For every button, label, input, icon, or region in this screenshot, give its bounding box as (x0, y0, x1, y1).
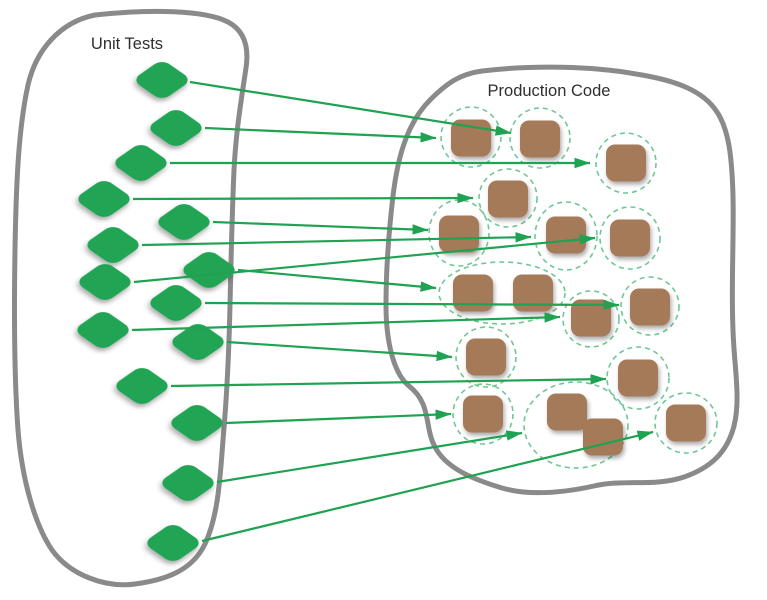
unit-test-diamond (116, 368, 168, 404)
production-code-square (606, 144, 646, 182)
test-coverage-arrow (226, 340, 453, 362)
coverage-cluster-circle (654, 392, 718, 454)
unit-tests-label: Unit Tests (91, 35, 163, 53)
unit-test-diamond (136, 62, 188, 98)
unit-test-diamond (172, 324, 224, 360)
production-code-square (513, 274, 553, 312)
production-code-square (610, 219, 650, 257)
unit-test-diamond (150, 285, 202, 321)
production-code-square (571, 299, 611, 337)
test-coverage-arrow (133, 234, 596, 284)
test-coverage-arrow (141, 232, 532, 247)
coverage-cluster-circle (438, 261, 566, 325)
coverage-cluster-circle (595, 132, 657, 194)
coverage-cluster-circle (509, 107, 571, 169)
test-coverage-arrow (201, 430, 654, 543)
production-code-square (488, 180, 528, 218)
unit-test-diamond (183, 252, 235, 288)
test-coverage-arrow (189, 80, 512, 136)
unit-test-diamond (147, 525, 199, 561)
test-coverage-arrow (237, 268, 437, 292)
unit-tests-boundary (11, 8, 250, 588)
unit-test-diamond (150, 110, 202, 146)
test-coverage-arrow (131, 312, 561, 332)
coverage-cluster-circle (620, 276, 680, 336)
coverage-cluster-circle (606, 346, 670, 410)
test-coverage-arrow (132, 192, 474, 204)
test-coverage-arrow (216, 430, 523, 484)
coverage-cluster-circle (440, 106, 502, 168)
production-code-square (583, 418, 623, 456)
unit-test-diamond (115, 145, 167, 181)
coverage-cluster-circle (455, 326, 517, 388)
test-coverage-arrow (170, 374, 607, 388)
test-coverage-arrow (212, 220, 429, 235)
unit-test-diamond (162, 465, 214, 501)
coverage-clusters-layer (428, 106, 718, 469)
coverage-cluster-circle (452, 383, 514, 445)
production-code-square (439, 215, 479, 253)
unit-test-diamond (87, 227, 139, 263)
test-coverage-arrow (204, 126, 437, 143)
test-coverage-arrow (204, 299, 620, 311)
test-arrows-layer (131, 80, 654, 543)
production-code-square (547, 393, 587, 431)
coverage-cluster-circle (599, 206, 661, 270)
coverage-cluster-circle (523, 381, 629, 469)
unit-test-diamond (171, 405, 223, 441)
unit-test-diamond (77, 312, 129, 348)
production-code-square (546, 216, 586, 254)
coverage-cluster-circle (478, 168, 538, 228)
production-code-square (630, 288, 670, 326)
production-code-square (618, 359, 658, 397)
production-code-square (520, 120, 560, 158)
unit-test-diamonds-layer (77, 62, 235, 561)
coverage-cluster-circle (562, 290, 620, 348)
production-squares-layer (439, 119, 706, 456)
unit-test-diamond (79, 264, 131, 300)
unit-test-diamond (78, 181, 130, 217)
production-code-square (453, 274, 493, 312)
unit-test-diamond (158, 204, 210, 240)
test-coverage-arrow (225, 409, 452, 425)
coverage-cluster-circle (534, 201, 598, 271)
production-code-square (466, 338, 506, 376)
production-code-square (666, 404, 706, 442)
production-code-label: Production Code (488, 82, 611, 100)
production-code-square (463, 395, 503, 433)
